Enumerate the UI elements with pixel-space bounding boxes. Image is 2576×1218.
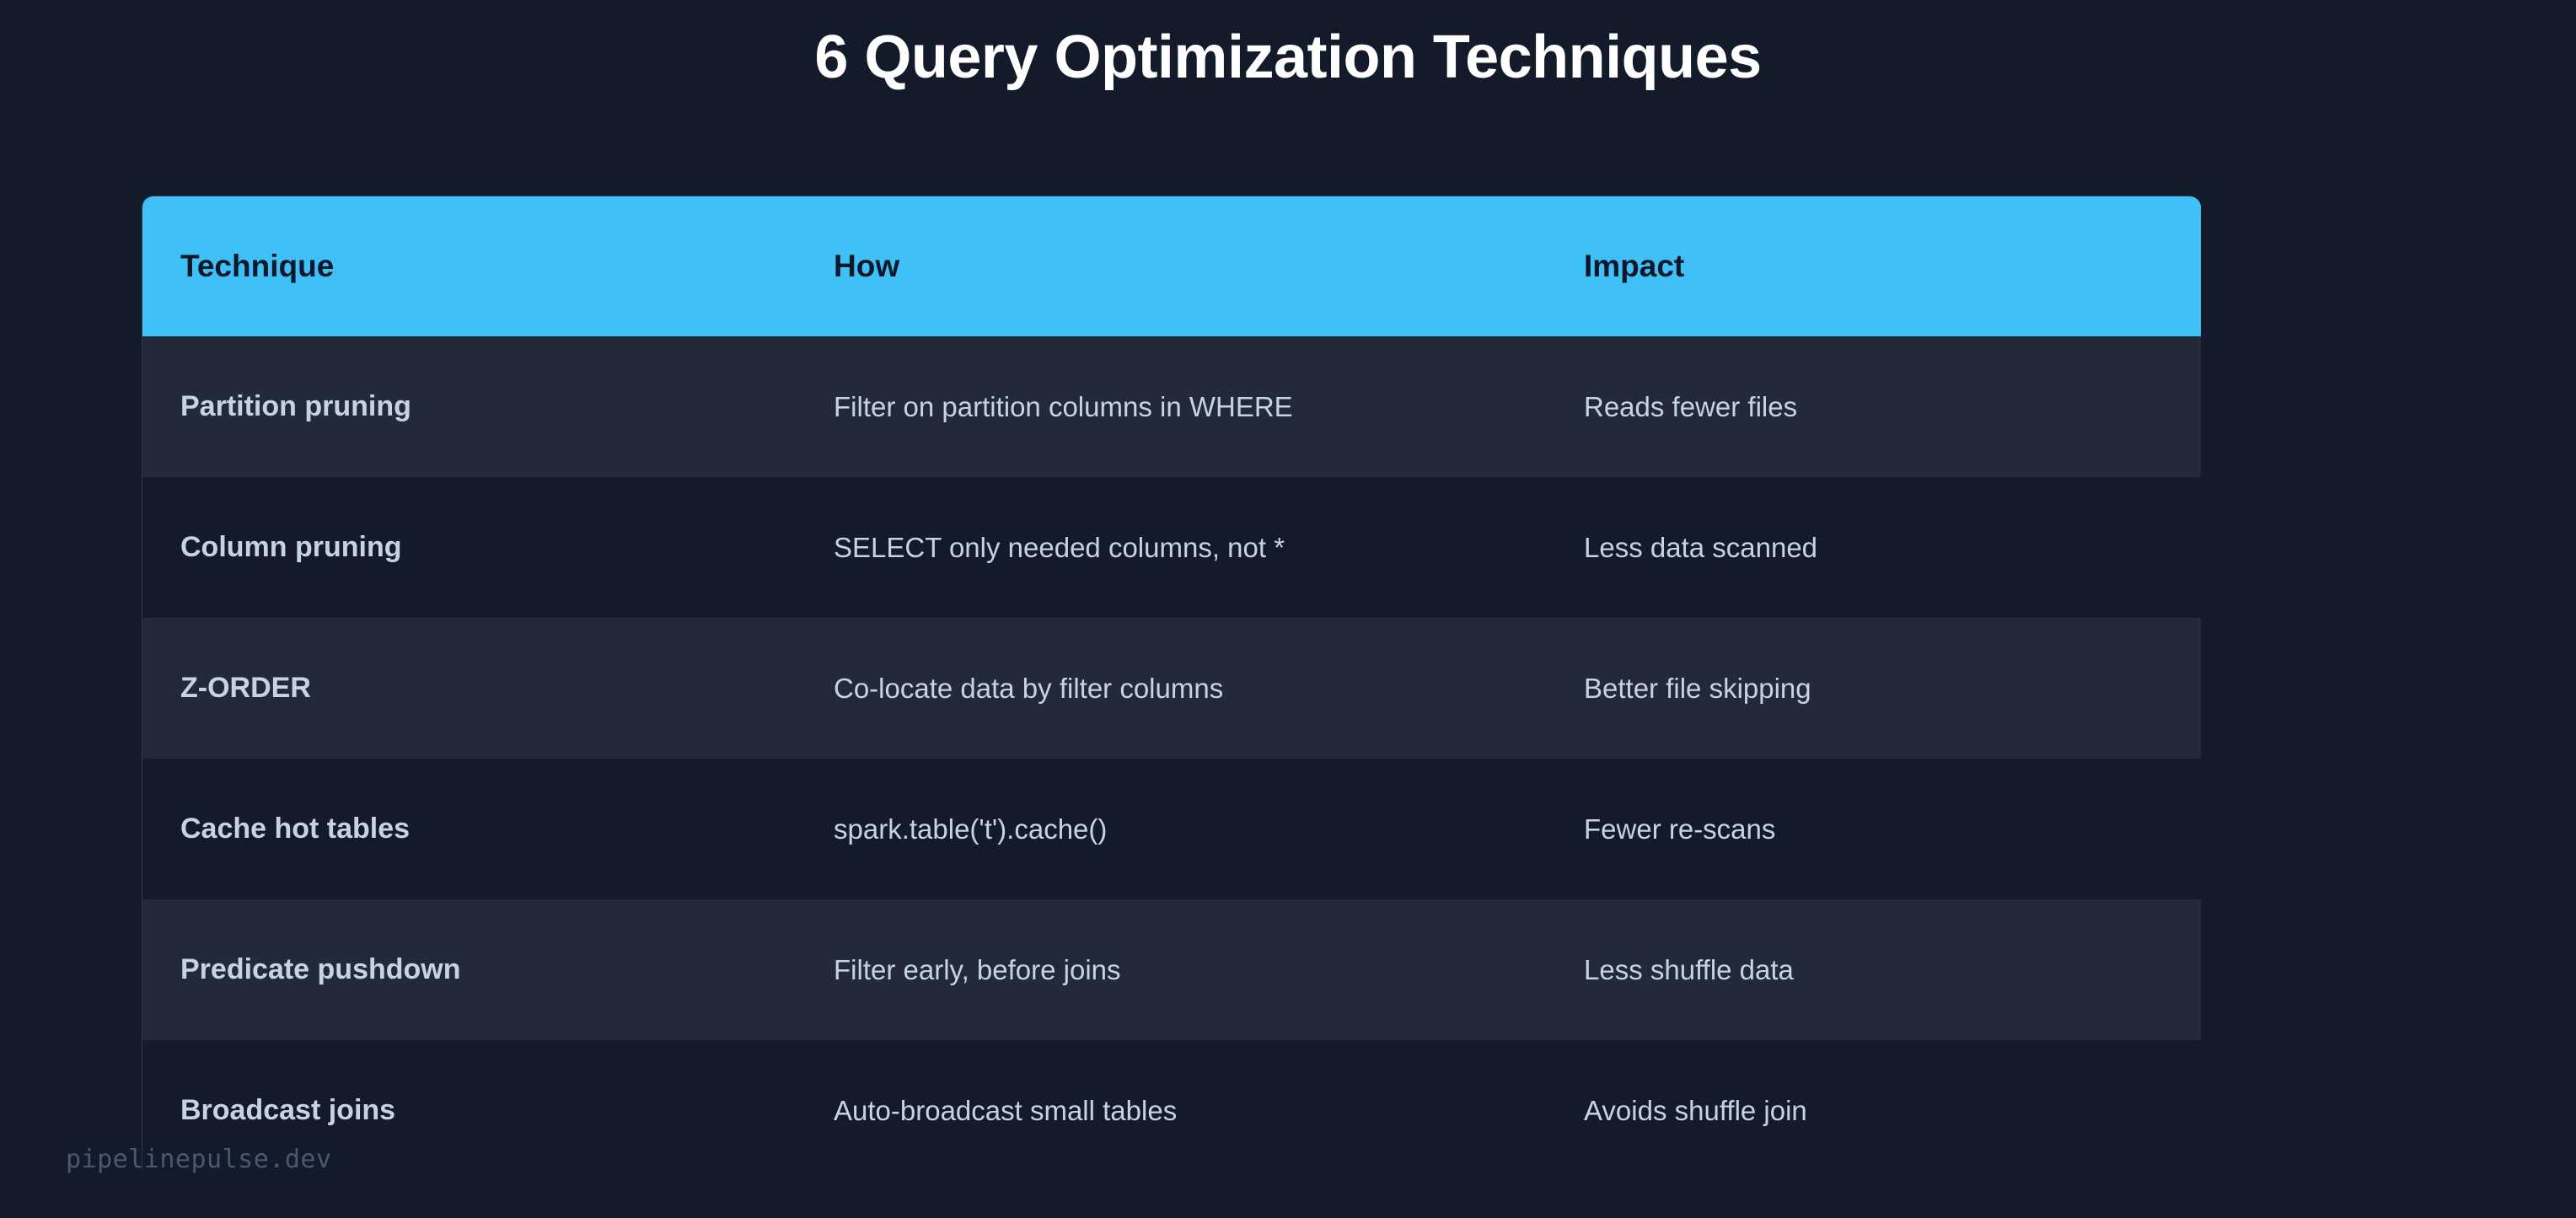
cell-technique: Broadcast joins: [142, 1040, 796, 1181]
column-header-impact: Impact: [1546, 196, 2201, 336]
cell-how: Auto-broadcast small tables: [796, 1040, 1546, 1181]
table-header: Technique How Impact: [142, 196, 2201, 336]
cell-impact: Reads fewer files: [1546, 336, 2201, 477]
cell-how: spark.table('t').cache(): [796, 759, 1546, 899]
cell-impact: Less data scanned: [1546, 477, 2201, 618]
cell-impact: Better file skipping: [1546, 618, 2201, 759]
cell-impact: Less shuffle data: [1546, 899, 2201, 1040]
column-header-technique: Technique: [142, 196, 796, 336]
cell-impact: Avoids shuffle join: [1546, 1040, 2201, 1181]
cell-how: SELECT only needed columns, not *: [796, 477, 1546, 618]
page-title: 6 Query Optimization Techniques: [814, 24, 1762, 91]
cell-technique: Cache hot tables: [142, 759, 796, 899]
cell-how: Filter early, before joins: [796, 899, 1546, 1040]
column-header-how: How: [796, 196, 1546, 336]
cell-technique: Z-ORDER: [142, 618, 796, 759]
cell-how: Filter on partition columns in WHERE: [796, 336, 1546, 477]
cell-impact: Fewer re-scans: [1546, 759, 2201, 899]
cell-technique: Predicate pushdown: [142, 899, 796, 1040]
site-watermark: pipelinepulse.dev: [66, 1145, 332, 1174]
table-header-row: Technique How Impact: [142, 196, 2201, 336]
cell-technique: Partition pruning: [142, 336, 796, 477]
cell-technique: Column pruning: [142, 477, 796, 618]
cell-how: Co-locate data by filter columns: [796, 618, 1546, 759]
